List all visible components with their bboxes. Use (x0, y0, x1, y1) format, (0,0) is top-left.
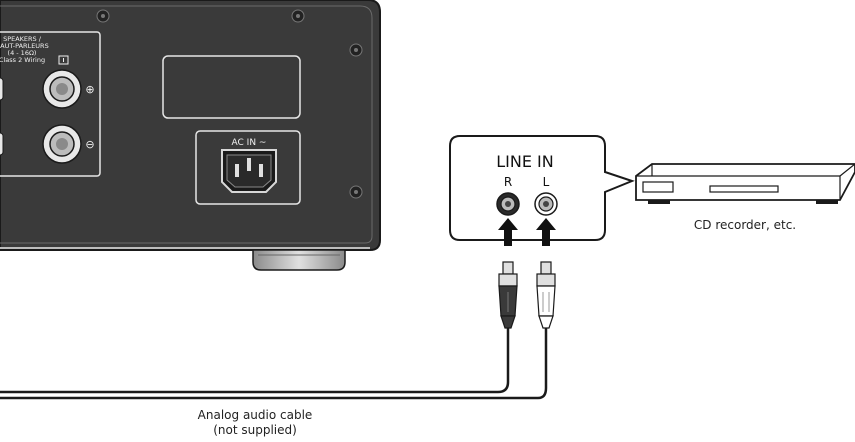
speaker-terminal-minus (42, 124, 82, 164)
arrow-up-icon (536, 218, 556, 246)
screw-icon (291, 9, 305, 23)
caution-book-icon (58, 55, 69, 65)
power-socket-icon (221, 149, 277, 193)
plus-sign: ⊕ (85, 83, 94, 96)
amplifier-foot (252, 249, 346, 271)
speaker-terminal-plus (42, 69, 82, 109)
cd-recorder-icon (635, 163, 855, 204)
cable-caption-line-1: Analog audio cable (197, 408, 313, 422)
speaker-label-line-1: SPEAKERS / (3, 35, 42, 43)
speaker-terminal-panel (0, 31, 101, 177)
rca-jack-left (534, 192, 558, 216)
screw-icon (349, 43, 363, 57)
minus-sign: ⊖ (85, 138, 94, 151)
right-channel-label: R (504, 175, 512, 189)
blank-label-panel (162, 55, 301, 119)
analog-audio-cable (0, 325, 548, 400)
screw-icon (349, 185, 363, 199)
rca-jack-right (496, 192, 520, 216)
cable-caption-line-2: (not supplied) (213, 423, 297, 437)
device-caption: CD recorder, etc. (693, 218, 797, 232)
left-channel-label: L (543, 175, 550, 189)
ac-in-panel: AC IN ~ (195, 130, 301, 205)
speaker-label-line-2: HAUT-PARLEURS (0, 42, 49, 50)
screw-icon (96, 9, 110, 23)
speaker-label-line-3: (4 - 16Ω) (8, 49, 37, 57)
amplifier-rear-panel: SPEAKERS / HAUT-PARLEURS (4 - 16Ω) Class… (0, 0, 381, 251)
rca-plug-right (498, 261, 518, 329)
rca-plug-left (536, 261, 556, 329)
ac-in-label: AC IN ~ (232, 138, 267, 148)
line-in-title: LINE IN (496, 152, 553, 171)
speaker-label-line-4: Class 2 Wiring (0, 56, 45, 64)
arrow-up-icon (498, 218, 518, 246)
line-in-callout: LINE IN R L (449, 135, 635, 241)
